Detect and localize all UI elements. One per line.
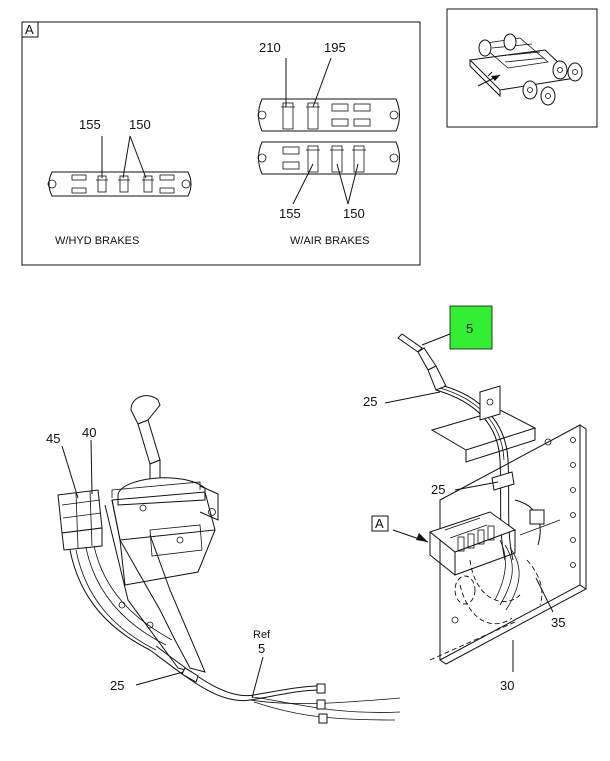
leader-25-bottom <box>135 671 184 686</box>
hyd-leaders <box>101 135 147 179</box>
part-5-green-box[interactable] <box>449 305 493 350</box>
detail-a-tag <box>21 21 39 38</box>
hyd-brake-relay-block <box>47 135 192 197</box>
air-top-leaders <box>285 57 332 108</box>
detail-a-frame <box>21 21 421 266</box>
left-shifter-assembly <box>57 395 401 724</box>
callout-ref-num: 5 <box>258 641 265 656</box>
callout-hyd-150: 150 <box>129 117 151 132</box>
callout-air-210: 210 <box>259 40 281 55</box>
callout-hyd-155: 155 <box>79 117 101 132</box>
leader-45 <box>61 445 79 499</box>
callout-25-top: 25 <box>363 394 377 409</box>
detail-a-tag-text: A <box>25 22 34 37</box>
callout-air-155: 155 <box>279 206 301 221</box>
callout-air-195: 195 <box>324 40 346 55</box>
callout-25-bottom: 25 <box>110 678 124 693</box>
callout-air-150: 150 <box>343 206 365 221</box>
callout-part-5: 5 <box>466 321 473 336</box>
air-bottom-leaders <box>292 163 359 205</box>
callout-ref-word: Ref <box>253 629 271 641</box>
callout-45: 45 <box>46 431 60 446</box>
callout-40: 40 <box>82 425 96 440</box>
leader-25-top <box>384 391 441 404</box>
callout-30: 30 <box>500 678 514 693</box>
leader-40 <box>90 439 93 495</box>
caption-air-brakes: W/AIR BRAKES <box>290 235 369 247</box>
part-5-highlight[interactable]: 5 <box>449 305 493 350</box>
callout-35: 35 <box>551 615 565 630</box>
air-brake-relay-block-lower <box>257 141 400 175</box>
locator-thumbnail <box>446 8 598 128</box>
caption-hyd-brakes: W/HYD BRAKES <box>55 235 139 247</box>
callout-a-leader: A <box>375 516 384 531</box>
callout-25-mid: 25 <box>431 482 445 497</box>
leader-ref-5 <box>251 656 264 699</box>
callout-a-box <box>371 515 389 532</box>
locator-frame <box>446 8 598 128</box>
air-brake-relay-block-upper <box>257 98 400 132</box>
detail-a-panel: A 155 150 W/HYD BRAKES <box>21 21 421 266</box>
leader-25-mid <box>454 481 499 491</box>
part-5-leader <box>421 333 451 346</box>
leader-35 <box>535 577 554 613</box>
right-harness-assembly <box>397 333 587 665</box>
